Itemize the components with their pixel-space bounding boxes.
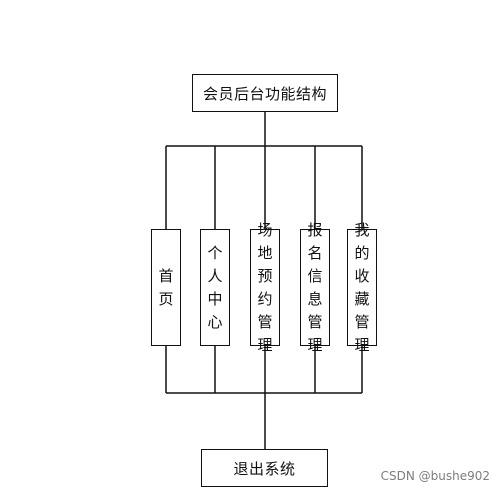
module-venue-booking-label: 场地预约管理 bbox=[257, 220, 273, 354]
exit-node: 退出系统 bbox=[201, 449, 328, 487]
module-venue-booking: 场地预约管理 bbox=[250, 221, 280, 354]
module-favorites: 我的收藏管理 bbox=[347, 221, 377, 354]
module-personal-center: 个人中心 bbox=[200, 229, 230, 346]
module-favorites-label: 我的收藏管理 bbox=[354, 220, 370, 354]
root-node: 会员后台功能结构 bbox=[192, 74, 338, 112]
module-signup-info-label: 报名信息管理 bbox=[307, 220, 323, 354]
module-home: 首页 bbox=[151, 229, 181, 346]
exit-node-label: 退出系统 bbox=[233, 459, 296, 478]
module-personal-center-label: 个人中心 bbox=[207, 243, 223, 331]
module-home-label: 首页 bbox=[158, 266, 174, 308]
root-node-label: 会员后台功能结构 bbox=[202, 84, 327, 103]
module-signup-info: 报名信息管理 bbox=[300, 221, 330, 354]
watermark: CSDN @bushe902 bbox=[380, 469, 490, 483]
